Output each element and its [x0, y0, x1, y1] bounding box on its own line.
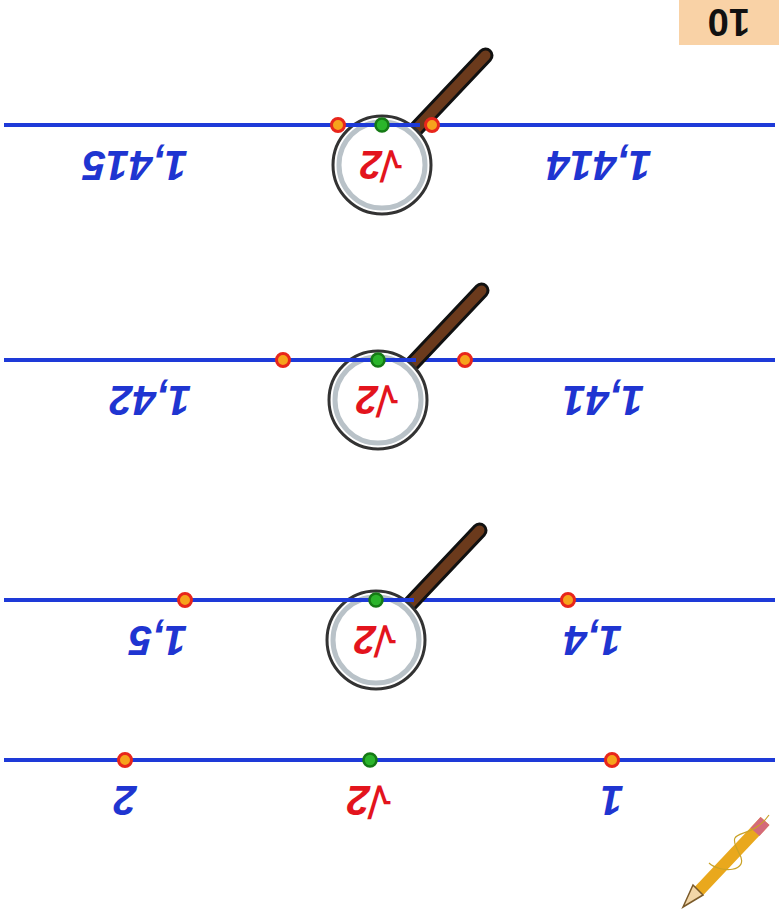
point-dot: [332, 119, 345, 132]
slide-number: 10: [708, 3, 750, 41]
sqrt2-dot: [364, 754, 377, 767]
number-label: 2: [113, 779, 136, 821]
number-label: 1,414: [546, 144, 651, 186]
point-dot: [179, 594, 192, 607]
point-dot: [426, 119, 439, 132]
point-dot: [277, 354, 290, 367]
magnifier: [333, 56, 486, 215]
sqrt2-label: √2: [354, 620, 398, 660]
number-label: 1,41: [562, 379, 644, 421]
sqrt2-label: √2: [360, 145, 404, 185]
slide-number-patch: [679, 0, 779, 45]
sqrt2-label: √2: [347, 779, 393, 821]
number-label: 1: [600, 779, 623, 821]
number-line: [4, 291, 775, 450]
number-label: 1,415: [82, 144, 187, 186]
number-line: [4, 754, 775, 767]
point-dot: [119, 754, 132, 767]
magnifier: [329, 291, 482, 450]
sqrt2-dot: [370, 594, 383, 607]
point-dot: [562, 594, 575, 607]
sqrt2-dot: [372, 354, 385, 367]
magnifier: [327, 531, 480, 690]
point-dot: [459, 354, 472, 367]
number-label: 1,42: [109, 379, 191, 421]
number-line: [4, 56, 775, 215]
point-dot: [606, 754, 619, 767]
sqrt2-dot: [376, 119, 389, 132]
number-line: [4, 531, 775, 690]
sqrt2-label: √2: [356, 380, 400, 420]
pencil-icon: [683, 815, 769, 907]
number-label: 1,5: [129, 619, 187, 661]
number-label: 1,4: [564, 619, 622, 661]
